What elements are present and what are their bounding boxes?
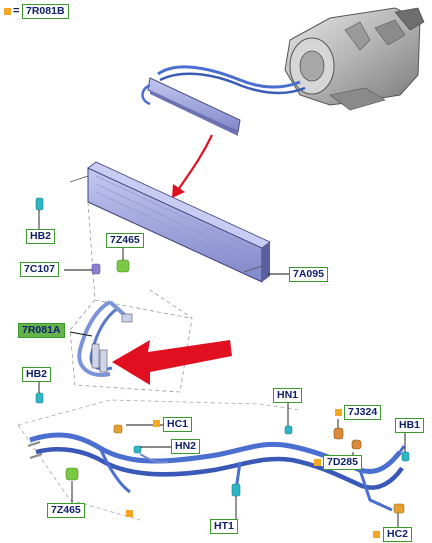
pipe-assembly-7r081a	[77, 300, 133, 377]
bolt-hn1	[284, 425, 293, 435]
callout-hb1: HB1	[395, 418, 425, 433]
bolt-hb1	[401, 451, 410, 462]
marker-hc2	[373, 531, 380, 538]
marker-7j324	[335, 409, 342, 416]
callout-hc2: HC2	[383, 527, 413, 542]
callout-hb2-top: HB2	[26, 229, 56, 244]
transmission-assembly	[284, 7, 425, 111]
callout-7z465-bottom: 7Z465	[47, 503, 85, 518]
bracket-7z465-bottom	[65, 467, 79, 481]
lower-detail-outline	[17, 399, 301, 521]
marker-hc1	[153, 420, 160, 427]
red-curved-arrow	[177, 134, 213, 191]
marker-7d285	[314, 459, 321, 466]
bolt-hb2-top	[35, 197, 44, 211]
callout-7z465-top: 7Z465	[106, 233, 144, 248]
bracket-7z465-top	[116, 259, 130, 273]
bolt-hb2-mid	[35, 392, 44, 404]
clip-hc2	[393, 503, 405, 514]
callout-7a095: 7A095	[289, 267, 328, 282]
callout-7r081a: 7R081A	[18, 323, 65, 338]
red-pointer-arrow	[112, 340, 232, 385]
oil-cooler-main	[69, 161, 271, 283]
bolt-hn2	[133, 445, 142, 454]
legend-marker-square	[4, 8, 11, 15]
clip-hc1	[113, 424, 123, 434]
cooler-assembly-top	[141, 65, 306, 136]
grommet-7c107	[91, 263, 101, 275]
callout-7j324: 7J324	[344, 405, 382, 420]
callout-hn2: HN2	[171, 439, 201, 454]
callout-ht1: HT1	[210, 519, 238, 534]
callout-hb2-mid: HB2	[22, 367, 52, 382]
callout-7r081b: 7R081B	[22, 4, 69, 19]
callout-hc1: HC1	[163, 417, 193, 432]
lower-pipe-assembly	[27, 432, 406, 512]
callout-7d285: 7D285	[323, 455, 362, 470]
fitting-7j324	[333, 427, 362, 450]
callout-7c107: 7C107	[20, 262, 59, 277]
legend-equals: =	[13, 5, 20, 17]
marker-square	[126, 510, 133, 517]
bolt-ht1	[231, 483, 241, 497]
callout-hn1: HN1	[273, 388, 303, 403]
